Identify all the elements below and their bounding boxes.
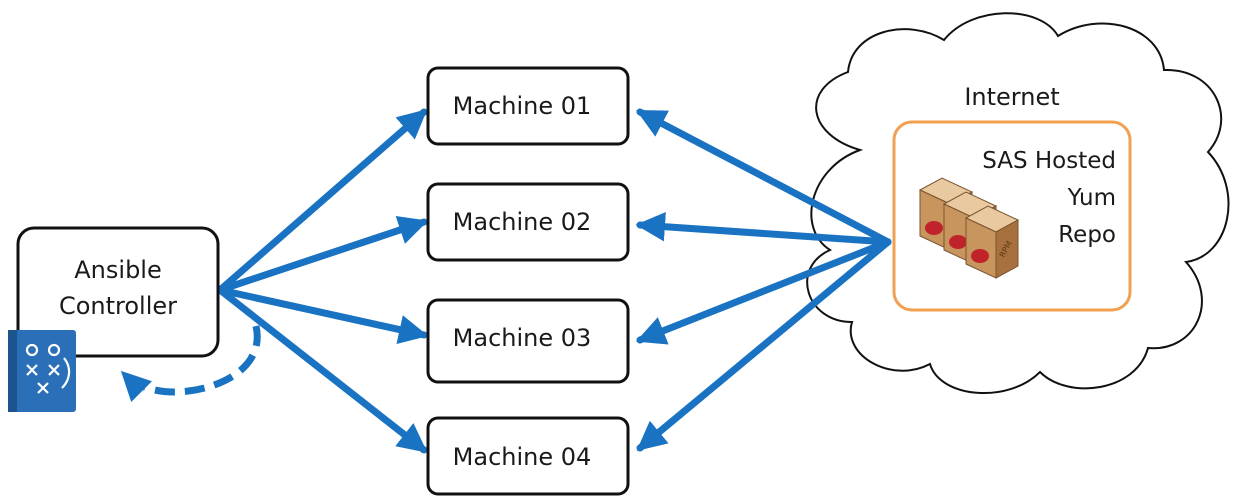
machine-03: Machine 03 <box>426 298 630 384</box>
internet-label: Internet <box>964 83 1059 111</box>
arrow-repo-to-machine-01 <box>636 108 892 246</box>
arrow-controller-to-machine-04 <box>216 286 428 454</box>
machine-02: Machine 02 <box>426 182 630 262</box>
controller-label-line1: Ansible <box>74 256 161 284</box>
repo-label-line2: Yum <box>1067 185 1116 211</box>
machine-04: Machine 04 <box>426 416 630 496</box>
arrow-repo-to-machine-04 <box>636 238 892 452</box>
package-boxes-icon: RPM <box>918 177 1020 279</box>
arrow-repo-to-machine-03 <box>635 238 892 345</box>
machine-label: Machine 02 <box>453 208 592 236</box>
machine-01: Machine 01 <box>426 66 630 146</box>
machine-label: Machine 04 <box>453 443 592 471</box>
yum-repo: SAS Hosted Yum Repo RPM <box>892 120 1132 312</box>
repo-label-line3: Repo <box>1058 222 1116 248</box>
arrow-controller-to-machine-03 <box>216 286 429 344</box>
repo-label-line1: SAS Hosted <box>982 148 1116 174</box>
ansible-controller: Ansible Controller <box>16 226 220 358</box>
repo-arrows <box>635 108 892 452</box>
arrow-controller-to-machine-02 <box>216 215 429 294</box>
playbook-icon <box>8 330 76 412</box>
controller-self-arrow <box>120 325 261 403</box>
machine-label: Machine 03 <box>453 324 592 352</box>
controller-arrows <box>216 108 429 454</box>
controller-label-line2: Controller <box>59 292 177 320</box>
machine-label: Machine 01 <box>453 92 592 120</box>
arrow-controller-to-machine-01 <box>216 108 428 294</box>
arrow-repo-to-machine-02 <box>635 212 892 246</box>
